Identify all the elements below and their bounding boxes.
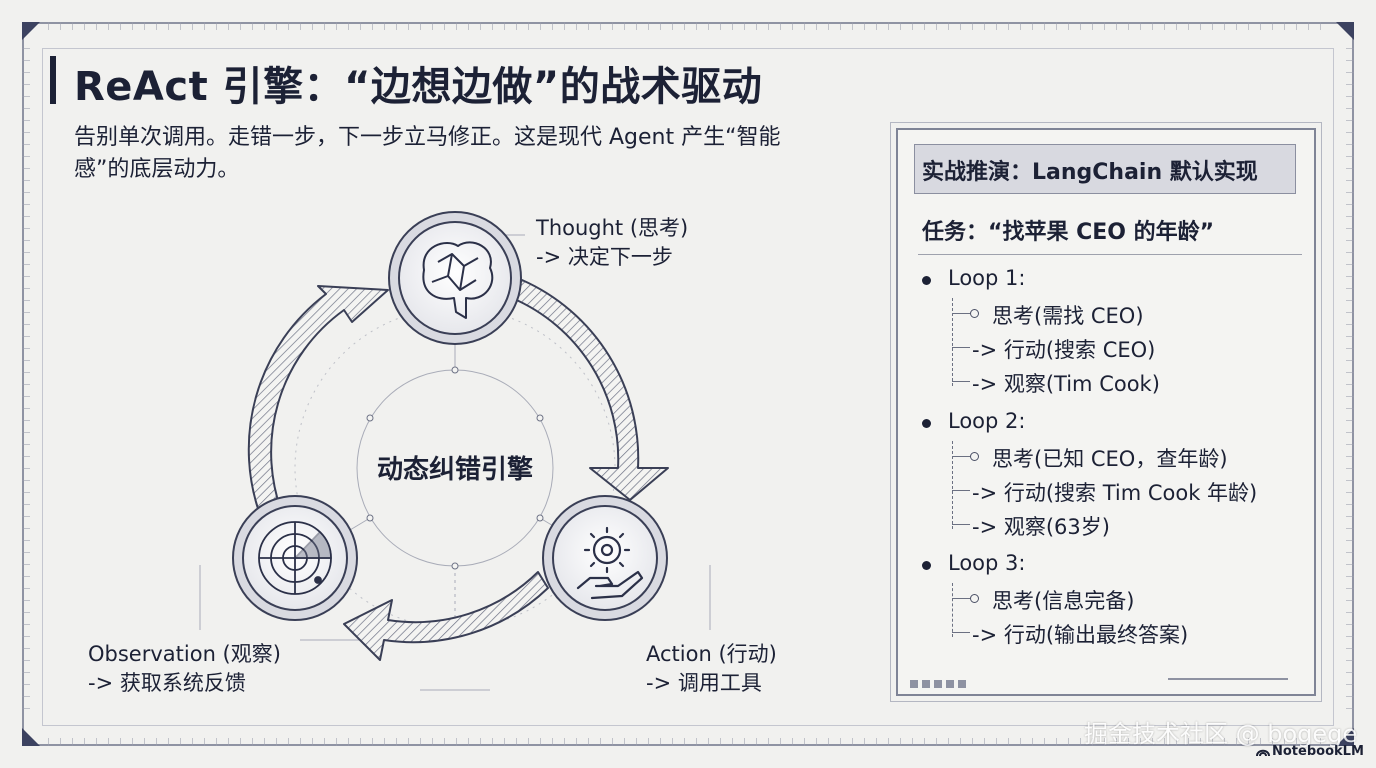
- loop-1-step-1: 思考(需找 CEO): [992, 304, 1144, 328]
- observation-label: Observation (观察) -> 获取系统反馈: [88, 640, 281, 698]
- observation-desc: -> 获取系统反馈: [88, 671, 246, 695]
- arrow-action-to-observation: [343, 571, 549, 661]
- loop-3-step-1: 思考(信息完备): [992, 589, 1135, 613]
- arrow-thought-to-action: [511, 279, 669, 501]
- panel-border: [896, 128, 1316, 696]
- page-title: ReAct 引擎：“边想边做”的战术驱动: [74, 64, 763, 110]
- tree-node: [970, 452, 979, 461]
- loop-1-step-3: -> 观察(Tim Cook): [972, 372, 1160, 396]
- tree-node: [970, 594, 979, 603]
- langchain-panel: 实战推演：LangChain 默认实现 任务：“找苹果 CEO 的年龄” Loo…: [888, 112, 1332, 712]
- loop-bullet: [922, 561, 931, 570]
- ruler-top: [48, 22, 1328, 30]
- panel-header-bar: [914, 144, 1296, 194]
- tree-hook: [952, 598, 970, 599]
- observation-node: [232, 495, 358, 621]
- thought-desc: -> 决定下一步: [536, 245, 673, 269]
- loop-1-step-2: -> 行动(搜索 CEO): [972, 338, 1156, 362]
- construction-dots: [366, 366, 544, 570]
- tree-line: [952, 583, 953, 637]
- brand-label: NotebookLM: [1272, 744, 1364, 759]
- tree-node: [970, 309, 979, 318]
- tree-line: [952, 441, 953, 529]
- tree-hook: [952, 490, 970, 491]
- ruler-right: [1346, 48, 1354, 718]
- tree-hook: [952, 313, 970, 314]
- task-divider: [918, 254, 1302, 255]
- cycle-arrows: [247, 279, 669, 661]
- thought-node: [388, 211, 522, 345]
- tree-hook: [952, 632, 970, 633]
- panel-outer-border: [890, 122, 1322, 702]
- brain-icon: [422, 241, 494, 319]
- tree-hook: [952, 456, 970, 457]
- arrow-observation-to-thought: [247, 285, 389, 521]
- tree-hook: [952, 524, 970, 525]
- title-accent-bar: [50, 56, 56, 104]
- inner-frame: [42, 48, 1334, 726]
- radar-icon: [258, 521, 332, 595]
- loop-2-step-3: -> 观察(63岁): [972, 515, 1110, 539]
- loop-3-step-2: -> 行动(输出最终答案): [972, 623, 1189, 647]
- loop-bullet: [922, 276, 931, 285]
- ruler-left: [22, 48, 30, 718]
- action-desc: -> 调用工具: [646, 671, 762, 695]
- thought-title: Thought (思考): [536, 216, 689, 240]
- action-title: Action (行动): [646, 642, 777, 666]
- gear-hand-icon: [576, 526, 644, 600]
- action-label: Action (行动) -> 调用工具: [646, 640, 777, 698]
- observation-title: Observation (观察): [88, 642, 281, 666]
- loop-1-label: Loop 1:: [948, 266, 1026, 290]
- loop-bullet: [922, 419, 931, 428]
- panel-foot-line: [1168, 678, 1288, 680]
- ruler-bottom: [48, 738, 1328, 746]
- center-label: 动态纠错引擎: [377, 454, 533, 485]
- loop-2-label: Loop 2:: [948, 409, 1026, 433]
- loop-3-label: Loop 3:: [948, 551, 1026, 575]
- tree-hook: [952, 381, 970, 382]
- task-line: 任务：“找苹果 CEO 的年龄”: [922, 220, 1215, 245]
- page-subtitle: 告别单次调用。走错一步，下一步立马修正。这是现代 Agent 产生“智能感”的底…: [74, 125, 781, 182]
- panel-header: 实战推演：LangChain 默认实现: [922, 160, 1258, 185]
- action-node: [542, 495, 668, 621]
- tree-hook: [952, 347, 970, 348]
- tree-line: [952, 298, 953, 386]
- loop-2-step-1: 思考(已知 CEO，查年龄): [992, 447, 1228, 471]
- panel-foot-marks: [910, 680, 970, 688]
- thought-label: Thought (思考) -> 决定下一步: [536, 214, 688, 272]
- notebooklm-logo-icon: [1256, 749, 1270, 757]
- react-cycle-diagram: 动态纠错引擎: [199, 211, 711, 691]
- loop-2-step-2: -> 行动(搜索 Tim Cook 年龄): [972, 481, 1258, 505]
- watermark: 掘金技术社区 @ bogege: [1084, 720, 1358, 748]
